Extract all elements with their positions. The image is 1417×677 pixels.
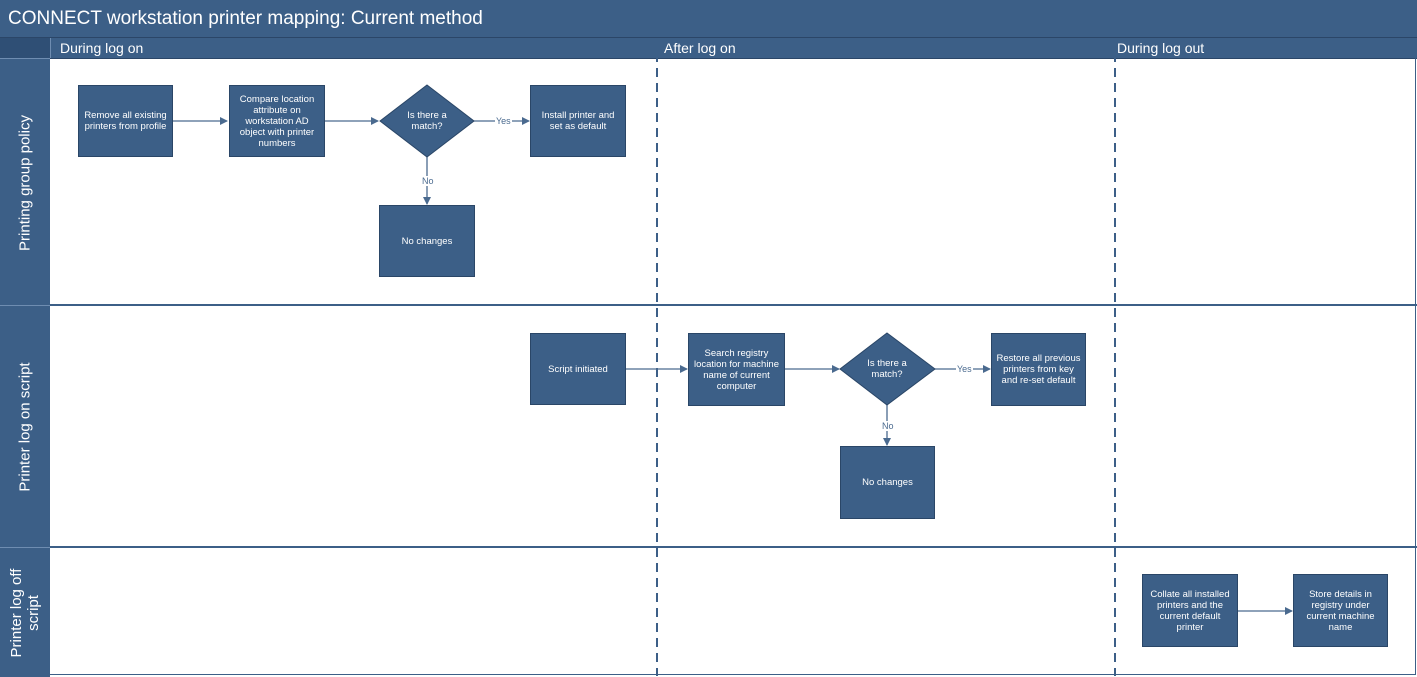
lane-printing-group-policy: Printing group policy [0,58,50,306]
compare-location-node: Compare location attribute on workstatio… [229,85,325,157]
collate-printers-node: Collate all installed printers and the c… [1142,574,1238,647]
no-changes-node-1: No changes [379,205,475,277]
edge-label-no: No [421,176,435,186]
no-changes-node-2: No changes [840,446,935,519]
restore-printers-node: Restore all previous printers from key a… [991,333,1086,406]
lane-separator [50,546,1417,548]
diagram-title: CONNECT workstation printer mapping: Cur… [0,0,1417,38]
decision-diamond [379,84,475,158]
lane-frame [50,58,1416,675]
phase-during-log-on: During log on [60,40,144,56]
edge-label-no: No [881,421,895,431]
edge-label-yes: Yes [956,364,973,374]
install-printer-node: Install printer and set as default [530,85,626,157]
edge-label-yes: Yes [495,116,512,126]
phase-during-log-out: During log out [1117,40,1205,56]
lane-separator [50,304,1417,306]
store-details-node: Store details in registry under current … [1293,574,1388,647]
phase-after-log-on: After log on [664,40,736,56]
phase-header: During log on After log on During log ou… [0,38,1417,59]
lane-printer-log-off-script: Printer log off script [0,547,50,677]
script-initiated-node: Script initiated [530,333,626,405]
lane-printer-log-on-script: Printer log on script [0,305,50,548]
match-decision-2: Is there a match? [867,358,907,380]
remove-printers-node: Remove all existing printers from profil… [78,85,173,157]
match-decision-1: Is there a match? [407,110,447,132]
header-corner [0,38,51,58]
search-registry-node: Search registry location for machine nam… [688,333,785,406]
decision-diamond [839,332,936,406]
